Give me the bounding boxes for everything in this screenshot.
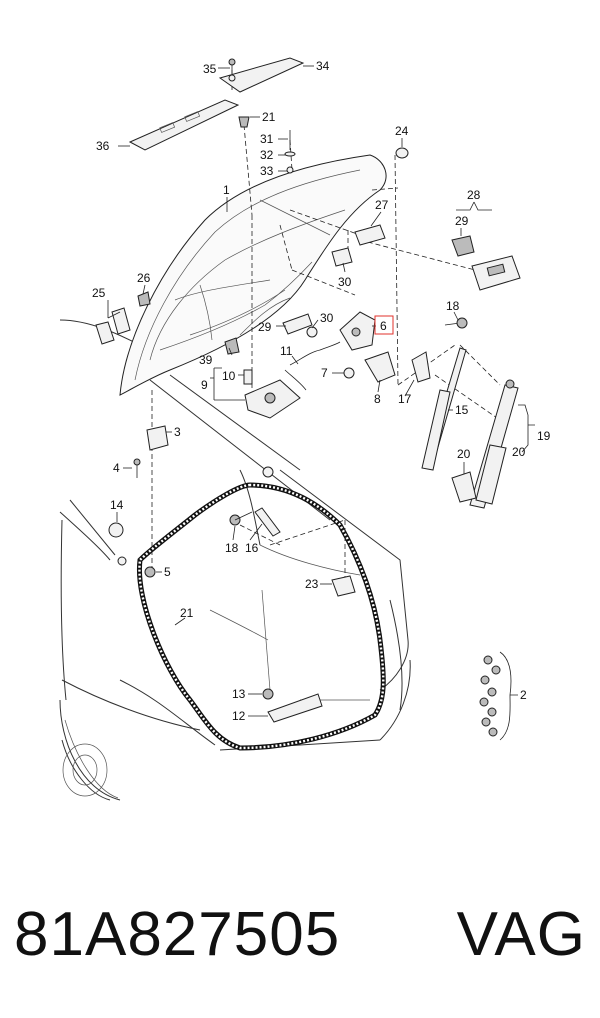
cable-16: [254, 507, 281, 537]
handle-24: [95, 307, 131, 345]
housing-30: [471, 255, 521, 291]
camera-31: [451, 235, 475, 257]
callout-28: 30: [320, 311, 334, 325]
part-number: 81A827505: [14, 900, 341, 969]
callout-35: 33: [260, 164, 274, 178]
callout-34: 32: [260, 148, 274, 162]
callout-36: 34: [316, 59, 330, 73]
cap-22: [395, 147, 409, 159]
callout-15: 15: [455, 403, 469, 417]
motor-9: [244, 379, 301, 419]
callout-25: 23: [305, 577, 319, 591]
callout-18-lower: 18: [225, 541, 239, 555]
rubber-buffer-26: [137, 291, 151, 307]
tailgate-seal: [136, 482, 386, 751]
callout-12: 12: [232, 709, 246, 723]
bracket-20-lower: [451, 471, 477, 503]
brand-name: VAG: [456, 900, 586, 969]
bolt-18-lower: [229, 511, 253, 526]
tailgate-panel: [119, 154, 387, 396]
bracket-8: [364, 351, 396, 383]
callout-38: 36: [96, 139, 110, 153]
lock-6: [339, 311, 376, 351]
strut-19: [469, 379, 519, 509]
bracket-32: [331, 247, 353, 267]
callout-13: 13: [232, 687, 246, 701]
cover-strip-36: [218, 57, 305, 93]
callout-39: 39: [199, 353, 213, 367]
nut-7: [343, 367, 355, 379]
vehicle-body-outline: [59, 319, 411, 801]
callout-22: 24: [395, 124, 409, 138]
caption-bar: 81A827505 VAG: [0, 890, 600, 980]
handle-27: [282, 313, 313, 335]
bracket-17: [411, 351, 431, 383]
switch-29: [354, 224, 386, 246]
callout-9: 9: [201, 378, 208, 392]
bolt-37: [228, 58, 236, 74]
callout-37: 35: [203, 62, 217, 76]
striker-25: [331, 575, 356, 597]
callout-6: 6: [380, 319, 387, 333]
clip-39: [224, 337, 240, 355]
nut-5: [144, 566, 156, 578]
hinge-3: [146, 425, 169, 451]
callout-33: 31: [260, 132, 274, 146]
callout-3: 3: [174, 425, 181, 439]
bolt-4: [133, 458, 141, 478]
callout-24: 25: [92, 286, 106, 300]
callout-10: 10: [222, 369, 236, 383]
callout-20-lower: 20: [457, 447, 471, 461]
callout-19: 19: [537, 429, 551, 443]
callout-8: 8: [374, 392, 381, 406]
latch-12: [267, 693, 323, 723]
nozzle-33-34-35: [284, 130, 296, 174]
clip-23: [238, 116, 250, 128]
callout-17: 17: [398, 392, 412, 406]
callout-18-upper: 18: [446, 299, 460, 313]
callout-32: 30: [338, 275, 352, 289]
callout-31: 29: [455, 214, 469, 228]
callout-23: 21: [262, 110, 276, 124]
strut-15: [421, 347, 467, 471]
callout-11: 11: [280, 344, 293, 358]
grommet-28: [306, 326, 318, 338]
callout-29: 27: [375, 198, 389, 212]
callout-26: 26: [137, 271, 151, 285]
callout-7: 7: [321, 366, 328, 380]
callout-30: 28: [467, 188, 481, 202]
bolt-13: [262, 688, 274, 700]
highlight-box: [374, 315, 394, 335]
callout-27: 29: [258, 320, 272, 334]
callout-1: 1: [223, 183, 230, 197]
leader-lines: [107, 65, 535, 741]
callout-5: 5: [164, 565, 171, 579]
trim-strip-38: [128, 99, 240, 151]
cable-11: [284, 341, 341, 391]
callouts: 35 34 21 36 31 32 33 24 1 28 29 27 30 26…: [92, 59, 551, 723]
callout-14: 14: [110, 498, 124, 512]
callout-21: 21: [180, 606, 194, 620]
seal-10: [243, 369, 253, 385]
exploded-parts-diagram: 35 34 21 36 31 32 33 24 1 28 29 27 30 26…: [59, 57, 551, 801]
bolt-18-upper: [444, 317, 468, 329]
buffer-14: [108, 522, 124, 538]
callout-20-right: 20: [512, 445, 526, 459]
callout-16: 16: [245, 541, 259, 555]
callout-2: 2: [520, 688, 527, 702]
fastener-set-2: [479, 655, 501, 737]
callout-4: 4: [113, 461, 120, 475]
